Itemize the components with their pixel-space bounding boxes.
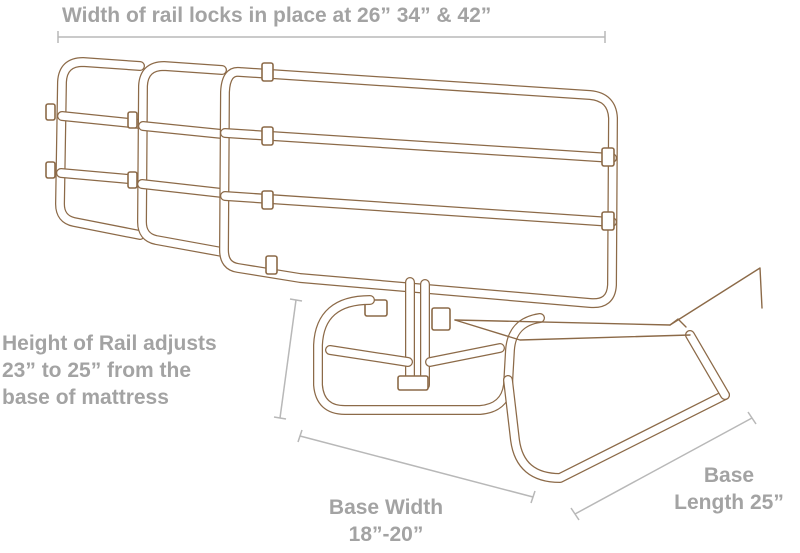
rail-panel-front	[219, 66, 618, 309]
base-frame	[313, 295, 730, 483]
rail-width-label: Width of rail locks in place at 26” 34” …	[62, 4, 492, 27]
base-length-label: Base Length 25”	[660, 462, 798, 516]
rail-connector-clamps	[45, 62, 615, 275]
rail-height-label-line-3: base of mattress	[2, 386, 169, 409]
width-dimension-line	[57, 31, 606, 43]
base-width-dimension-line	[297, 429, 536, 504]
rail-height-label: Height of Rail adjusts 23” to 25” from t…	[2, 330, 217, 411]
base-length-label-line-2: Length 25”	[674, 491, 784, 514]
base-width-label: Base Width 18”-20”	[316, 494, 456, 548]
base-length-dimension-line	[570, 411, 757, 521]
center-post	[364, 277, 451, 391]
safety-strap	[454, 267, 763, 341]
height-dimension-line	[273, 298, 303, 420]
base-width-label-line-2: 18”-20”	[348, 523, 424, 546]
base-length-label-line-1: Base	[703, 464, 755, 487]
base-width-label-line-1: Base Width	[328, 496, 444, 519]
rail-panel-middle	[137, 61, 227, 257]
rail-panel-back	[55, 57, 145, 240]
rail-height-label-line-1: Height of Rail adjusts	[2, 332, 217, 355]
rail-height-label-line-2: 23” to 25” from the	[2, 359, 192, 382]
